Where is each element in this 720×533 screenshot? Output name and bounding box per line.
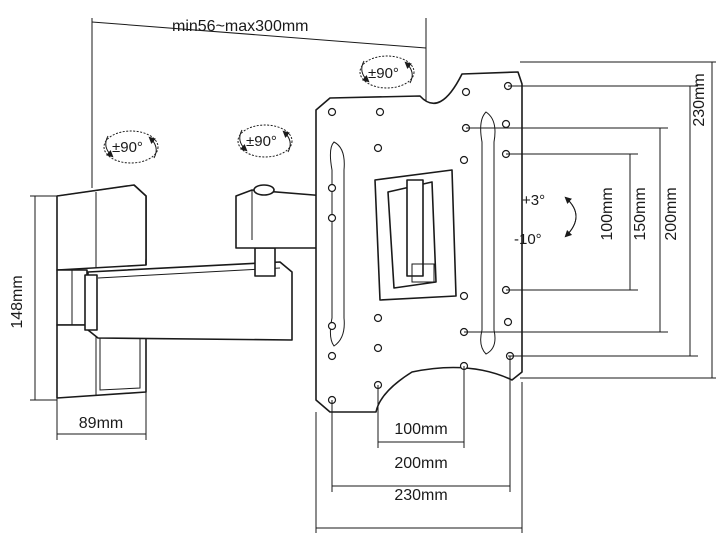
tilt-down-label: -10° [514,231,542,248]
rotation-arrow-icon [105,135,114,158]
extension-dimension: min56~max300mm [91,18,427,188]
wall-swivel-label: ±90° [112,139,143,156]
arm-swivel-label: ±90° [246,133,277,150]
tilt-indicator: +3° -10° [514,192,577,248]
vesa-v-100-label: 100mm [599,187,616,240]
vesa-v-150-label: 150mm [632,187,649,240]
rotation-badge-wall: ±90° [103,130,159,164]
swing-arm [84,184,327,341]
wall-plate [56,184,147,399]
rotation-arrow-icon [239,129,248,152]
arm-height-label: 148mm [9,275,26,328]
vesa-v-200-label: 200mm [663,187,680,240]
vesa-horizontal-dimensions: 100mm 200mm 230mm [315,356,523,533]
vesa-plate [315,71,523,413]
rotation-arrow-icon [361,60,370,83]
extension-label: min56~max300mm [172,18,309,35]
arm-dimensions: 148mm 89mm [9,195,147,440]
vesa-v-230-label: 230mm [691,73,708,126]
arm-width-label: 89mm [79,415,123,432]
vesa-h-200-label: 200mm [394,455,447,472]
vesa-vertical-dimensions: 100mm 150mm 200mm 230mm [464,61,716,379]
rotation-badge-arm: ±90° [237,124,293,158]
plate-rotation-label: ±90° [368,65,399,82]
tilt-up-label: +3° [522,192,545,209]
rotation-badge-plate: ±90° [359,55,415,89]
vesa-h-230-label: 230mm [394,487,447,504]
vesa-h-100-label: 100mm [394,421,447,438]
